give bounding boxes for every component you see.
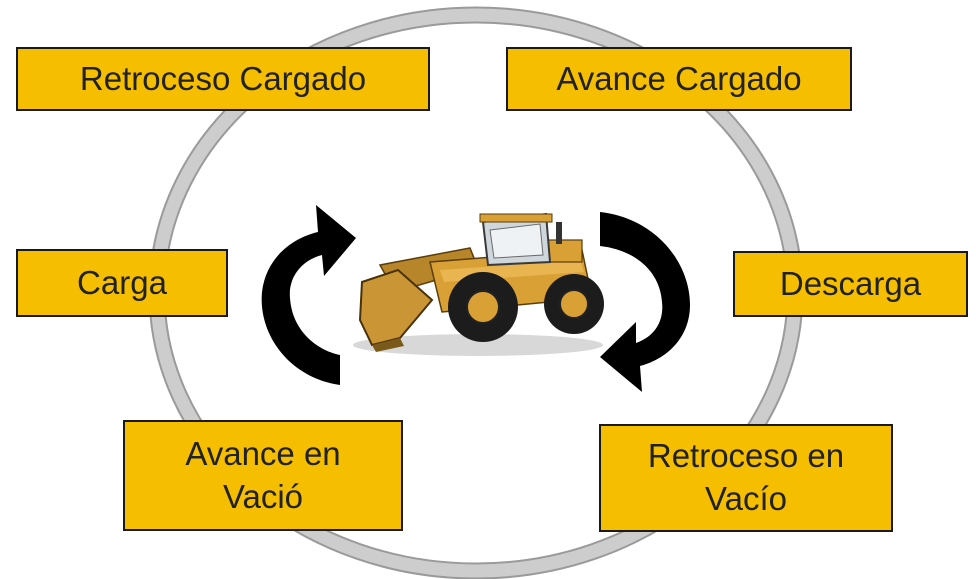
- stage-label: Avance Cargado: [556, 59, 802, 97]
- stage-avance-en-vacio: Avance en Vació: [123, 420, 403, 531]
- stage-retroceso-en-vacio: Retroceso en Vacío: [599, 424, 893, 532]
- stage-descarga: Descarga: [733, 251, 968, 317]
- stage-retroceso-cargado: Retroceso Cargado: [16, 47, 430, 111]
- right-cycle-arrow: [600, 212, 690, 392]
- stage-avance-cargado: Avance Cargado: [506, 47, 852, 111]
- stage-label: Retroceso Cargado: [79, 59, 367, 97]
- left-cycle-arrow: [261, 205, 356, 385]
- stage-label: Avance en Vació: [185, 434, 341, 515]
- stage-carga: Carga: [16, 249, 228, 317]
- stage-label: Descarga: [779, 264, 922, 302]
- wheel-loader-icon: [353, 212, 604, 356]
- stage-label: Carga: [77, 263, 167, 301]
- stage-label: Retroceso en Vacío: [647, 437, 845, 517]
